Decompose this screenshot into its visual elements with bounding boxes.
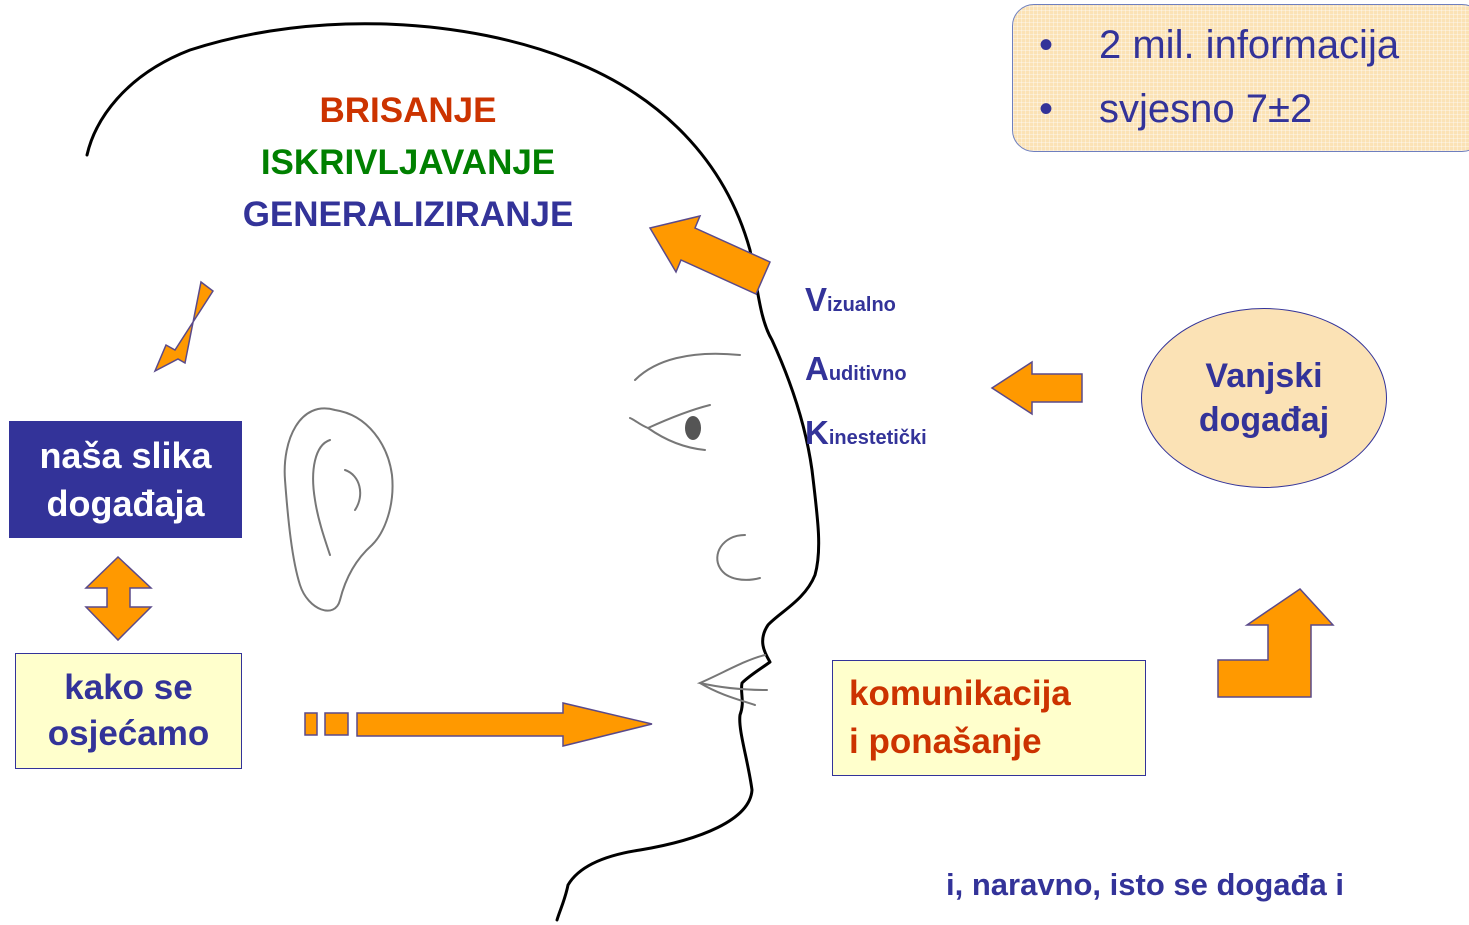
arrow-to-senses — [992, 362, 1082, 414]
communication-line1: komunikacija — [849, 670, 1071, 718]
dash-2 — [325, 713, 348, 735]
communication-box: komunikacija i ponašanje — [832, 660, 1146, 776]
distortion-label: ISKRIVLJAVANJE — [218, 137, 598, 189]
how-we-feel-box: kako se osjećamo — [15, 653, 242, 769]
footer-text: i, naravno, isto se događa i — [946, 867, 1344, 903]
ear-fold — [345, 470, 360, 510]
sense-initial: A — [805, 350, 829, 387]
external-event-line1: Vanjski — [1205, 354, 1322, 398]
sense-visual: Vizualno — [805, 281, 896, 319]
generalization-label: GENERALIZIRANJE — [218, 189, 598, 241]
arrow-to-filters — [650, 216, 770, 294]
info-box: • 2 mil. informacija • svjesno 7±2 — [1012, 4, 1469, 152]
info-item-text: 2 mil. informacija — [1099, 23, 1399, 68]
double-arrow — [86, 557, 151, 640]
ear — [285, 408, 393, 610]
how-we-feel-line2: osjećamo — [48, 711, 209, 757]
bullet-icon: • — [1039, 87, 1053, 132]
arrow-to-communication — [357, 703, 652, 746]
filters-block: BRISANJE ISKRIVLJAVANJE GENERALIZIRANJE — [218, 85, 598, 241]
deletion-label: BRISANJE — [218, 85, 598, 137]
dash-1 — [305, 713, 317, 735]
arrow-up-corner — [1218, 589, 1333, 697]
our-picture-box: naša slika događaja — [9, 421, 242, 538]
communication-line2: i ponašanje — [849, 718, 1042, 766]
external-event-ellipse: Vanjski događaj — [1141, 308, 1387, 488]
arrow-down-left — [155, 282, 213, 371]
ear-inner — [313, 440, 330, 555]
lip-lower — [700, 683, 755, 705]
sense-rest: uditivno — [829, 363, 907, 385]
sense-kinesthetic: Kinestetički — [805, 414, 927, 452]
info-item-text: svjesno 7±2 — [1099, 87, 1312, 132]
eyebrow — [635, 354, 740, 380]
iris — [685, 416, 701, 440]
how-we-feel-line1: kako se — [64, 665, 192, 711]
sense-initial: V — [805, 281, 827, 318]
our-picture-line2: događaja — [46, 480, 204, 528]
our-picture-line1: naša slika — [39, 432, 211, 480]
bullet-icon: • — [1039, 23, 1053, 68]
sense-rest: izualno — [827, 294, 896, 316]
sense-initial: K — [805, 414, 829, 451]
external-event-line2: događaj — [1199, 398, 1329, 442]
sense-rest: inestetički — [829, 427, 927, 449]
sense-auditory: Auditivno — [805, 350, 907, 388]
nostril — [717, 535, 760, 580]
